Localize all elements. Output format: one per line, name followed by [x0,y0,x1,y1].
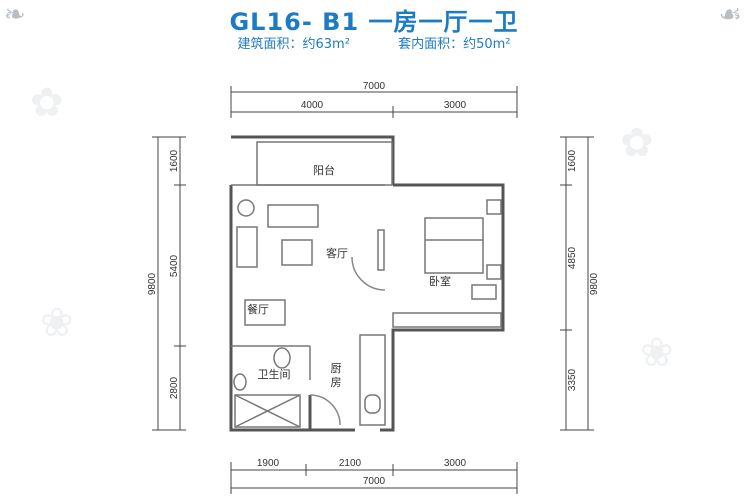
room-label-living: 客厅 [326,246,348,260]
dim-top-right: 3000 [444,100,467,111]
room-label-dining: 餐厅 [247,302,269,316]
dim-bottom-2: 2100 [339,458,362,469]
build-area: 建筑面积：约63m² [237,37,350,52]
dim-left-total: 9800 [147,272,158,295]
dim-bottom-3: 3000 [444,458,467,469]
dim-right-2: 4850 [567,246,578,269]
dim-right-1: 1600 [567,149,578,172]
room-label-kitchen-2: 房 [331,376,342,389]
room-label-bedroom: 卧室 [429,274,451,288]
page-title: GL16- B1 一房一厅一卫 [229,8,519,36]
dim-bottom-total: 7000 [363,476,386,487]
dim-left-3: 2800 [169,376,180,399]
room-label-balcony: 阳台 [313,163,335,177]
inner-area: 套内面积：约50m² [398,37,511,52]
dim-left-1: 1600 [169,149,180,172]
walls [229,135,505,432]
ornament-icon: ❧ [4,0,26,30]
dim-top-total: 7000 [363,81,386,92]
dim-right-total: 9800 [589,272,600,295]
dim-bottom-1: 1900 [257,458,280,469]
room-label-kitchen-1: 厨 [331,362,342,375]
area-info: 建筑面积：约63m² 套内面积：约50m² [0,33,748,52]
ornament-icon: ☙ [718,0,742,30]
dim-left-2: 5400 [169,254,180,277]
dim-top-left: 4000 [301,100,324,111]
dim-right-3: 3350 [567,368,578,391]
room-label-bathroom: 卫生间 [258,367,291,381]
